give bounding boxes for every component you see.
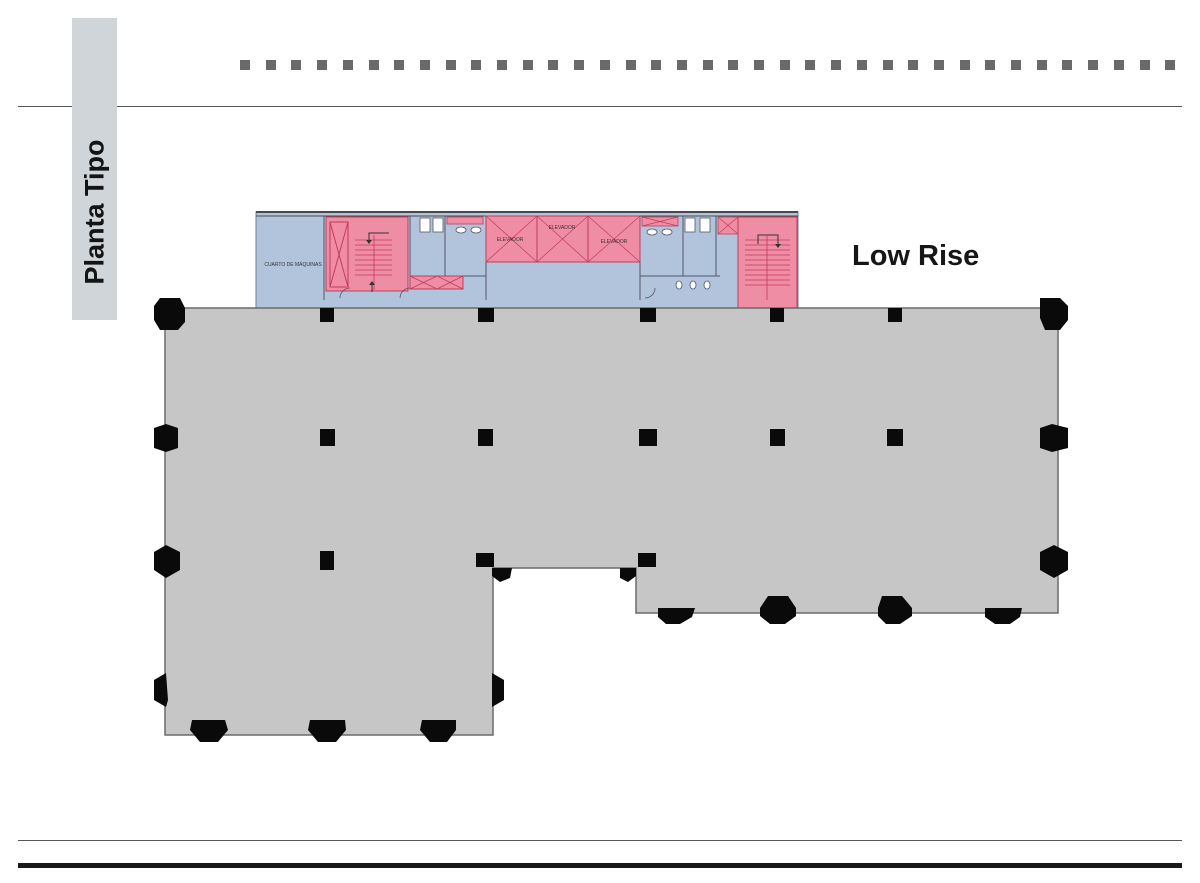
dash-square [985, 60, 996, 70]
dashed-divider [240, 60, 1184, 70]
dash-square [394, 60, 405, 70]
dash-square [676, 60, 687, 70]
dash-square [497, 60, 507, 70]
dash-square [1088, 60, 1099, 70]
stair-right [737, 216, 798, 310]
stair-left [325, 216, 409, 292]
dash-square [1011, 60, 1021, 70]
dash-square [651, 60, 662, 70]
dash-square [959, 60, 970, 70]
dash-square [908, 60, 919, 70]
perimeter-columns [154, 298, 1068, 742]
dash-square [342, 60, 353, 70]
dash-square [1036, 60, 1047, 70]
dash-square [1139, 60, 1150, 70]
dash-square [419, 60, 430, 70]
side-tab [72, 18, 117, 320]
dash-square [548, 60, 559, 70]
dash-square [317, 60, 328, 70]
elevator-label: ELEVADOR [601, 239, 628, 245]
floor-slab [164, 307, 1059, 736]
dash-square [831, 60, 842, 70]
dash-square [702, 60, 713, 70]
dash-square [265, 60, 276, 70]
dash-square [1113, 60, 1124, 70]
dash-square [291, 60, 302, 70]
dash-square [240, 60, 250, 70]
dash-square [574, 60, 585, 70]
dash-square [1165, 60, 1176, 70]
dash-square [933, 60, 944, 70]
dash-square [805, 60, 816, 70]
dash-square [599, 60, 610, 70]
plan-subtitle: Low Rise [852, 240, 980, 272]
elevator-label: ELEVADOR [497, 237, 524, 243]
dash-square [368, 60, 379, 70]
bottom-rule-thick [18, 863, 1182, 868]
dash-square [1062, 60, 1073, 70]
dash-square [856, 60, 867, 70]
bottom-rule-thin [18, 840, 1182, 841]
dash-square [522, 60, 533, 70]
interior-columns [320, 308, 903, 570]
dash-square [779, 60, 790, 70]
machine-room-label: CUARTO DE MÁQUINAS [264, 261, 322, 268]
elevator-label: ELEVADOR [549, 225, 576, 231]
dash-square [882, 60, 893, 70]
dash-square [625, 60, 636, 70]
dash-square [471, 60, 482, 70]
dash-square [754, 60, 764, 70]
dash-square [728, 60, 739, 70]
top-rule [18, 106, 1182, 107]
dash-square [445, 60, 456, 70]
